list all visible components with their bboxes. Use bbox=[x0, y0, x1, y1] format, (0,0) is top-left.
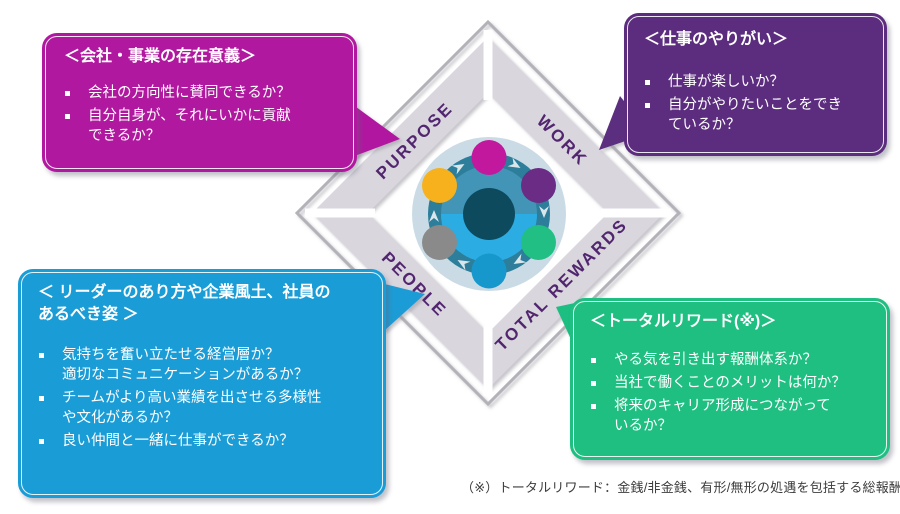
callout-purpose-bullets: 会社の方向性に賛同できるか？ 自分自身が、それにいかに貢献 できるか？ bbox=[64, 83, 337, 146]
bullet-square-icon bbox=[645, 80, 650, 85]
bullet-item: 自分がやりたいことをでき ているか？ bbox=[644, 95, 871, 135]
bullet-text: やる気を引き出す報酬体系か？ bbox=[614, 352, 817, 368]
callout-work-title: ＜仕事のやりがい＞ bbox=[644, 29, 871, 51]
callout-purpose: ＜会社・事業の存在意義＞ 会社の方向性に賛同できるか？ 自分自身が、それにいかに… bbox=[42, 33, 357, 172]
bullet-item: 会社の方向性に賛同できるか？ bbox=[64, 83, 337, 103]
title-line: ＜会社・事業の存在意義＞ bbox=[64, 48, 257, 65]
bullet-square-icon bbox=[39, 439, 44, 444]
cycle-arrow-icons bbox=[429, 157, 549, 271]
bullet-item: 仕事が楽しいか？ bbox=[644, 72, 871, 92]
callout-total-rewards-bullets: やる気を引き出す報酬体系か？ 当社で働くことのメリットは何か？ 将来のキャリア形… bbox=[590, 350, 874, 436]
title-line: ＜ リーダーのあり方や企業風土、社員の bbox=[38, 284, 331, 301]
bullet-item: 良い仲間と一緒に仕事ができるか？ bbox=[38, 431, 362, 451]
bullet-square-icon bbox=[591, 358, 596, 363]
callout-work-bullets: 仕事が楽しいか？ 自分がやりたいことをでき ているか？ bbox=[644, 72, 871, 135]
bullet-square-icon bbox=[65, 114, 70, 119]
title-line: あるべき姿 ＞ bbox=[38, 306, 139, 323]
title-line: ＜仕事のやりがい＞ bbox=[644, 31, 789, 48]
footnote: （※）トータルリワード：金銭/非金銭、有形/無形の処遇を包括する総報酬 bbox=[461, 480, 900, 495]
callout-people: ＜ リーダーのあり方や企業風土、社員の あるべき姿 ＞ 気持ちを奮い立たせる経営… bbox=[18, 269, 386, 498]
band-corner-gaps bbox=[305, 30, 671, 396]
bullet-text: 自分がやりたいことをでき ているか？ bbox=[668, 97, 842, 133]
title-line: ＜トータルリワード(※)＞ bbox=[590, 313, 777, 330]
bullet-text: 自分自身が、それにいかに貢献 できるか？ bbox=[88, 108, 291, 144]
bullet-square-icon bbox=[65, 91, 70, 96]
bullet-text: 気持ちを奮い立たせる経営層か？ 適切なコミュニケーションがあるか？ bbox=[62, 347, 309, 383]
bullet-text: 良い仲間と一緒に仕事ができるか？ bbox=[62, 433, 294, 449]
callout-work: ＜仕事のやりがい＞ 仕事が楽しいか？ 自分がやりたいことをでき ているか？ bbox=[624, 13, 887, 156]
member-dot-icons bbox=[422, 140, 556, 289]
tail-purpose bbox=[352, 104, 400, 157]
callout-total-rewards: ＜トータルリワード(※)＞ やる気を引き出す報酬体系か？ 当社で働くことのメリッ… bbox=[570, 298, 890, 460]
bullet-square-icon bbox=[591, 381, 596, 386]
callout-people-bullets: 気持ちを奮い立たせる経営層か？ 適切なコミュニケーションがあるか？ チームがより… bbox=[38, 345, 362, 451]
bullet-item: 当社で働くことのメリットは何か？ bbox=[590, 373, 874, 393]
callout-people-title: ＜ リーダーのあり方や企業風土、社員の あるべき姿 ＞ bbox=[38, 282, 362, 326]
bullet-item: 将来のキャリア形成につながって いるか？ bbox=[590, 396, 874, 436]
bullet-text: チームがより高い業績を出させる多様性 や文化があるか？ bbox=[62, 390, 322, 426]
bullet-square-icon bbox=[39, 396, 44, 401]
bullet-square-icon bbox=[645, 103, 650, 108]
bullet-text: 仕事が楽しいか？ bbox=[668, 74, 784, 90]
bullet-square-icon bbox=[591, 404, 596, 409]
bullet-text: 会社の方向性に賛同できるか？ bbox=[88, 85, 291, 101]
bullet-item: チームがより高い業績を出させる多様性 や文化があるか？ bbox=[38, 388, 362, 428]
bullet-item: 自分自身が、それにいかに貢献 できるか？ bbox=[64, 106, 337, 146]
bullet-item: やる気を引き出す報酬体系か？ bbox=[590, 350, 874, 370]
bullet-text: 当社で働くことのメリットは何か？ bbox=[614, 375, 846, 391]
callout-purpose-title: ＜会社・事業の存在意義＞ bbox=[64, 46, 337, 68]
bullet-text: 将来のキャリア形成につながって いるか？ bbox=[614, 398, 831, 434]
team-cycle-icon bbox=[412, 137, 566, 291]
bullet-square-icon bbox=[39, 353, 44, 358]
bullet-item: 気持ちを奮い立たせる経営層か？ 適切なコミュニケーションがあるか？ bbox=[38, 345, 362, 385]
icon-core bbox=[463, 188, 515, 240]
callout-total-rewards-title: ＜トータルリワード(※)＞ bbox=[590, 311, 874, 333]
